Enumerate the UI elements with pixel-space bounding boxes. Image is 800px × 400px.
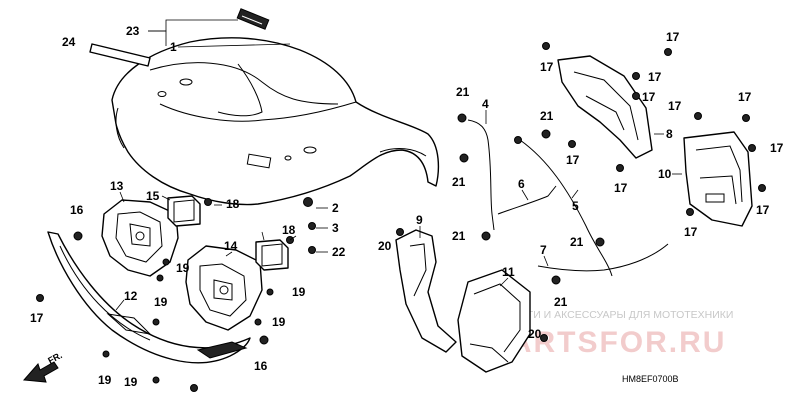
callout-16b: 16 — [254, 359, 268, 373]
callout-21c: 21 — [540, 109, 554, 123]
callout-9: 9 — [416, 213, 423, 227]
callout-17g: 17 — [668, 99, 682, 113]
mudguard-8 — [557, 55, 653, 159]
watermark-tagline: ЗАПЧАСТИ И АКСЕССУАРЫ ДЛЯ МОТОТЕХНИКИ — [485, 309, 733, 321]
callout-19f: 19 — [124, 375, 138, 389]
callout-21b: 21 — [452, 175, 466, 189]
callout-17a: 17 — [540, 60, 554, 74]
callout-17e: 17 — [566, 153, 580, 167]
callout-11: 11 — [502, 265, 515, 279]
cable-4 — [467, 119, 495, 231]
callout-18a: 18 — [226, 197, 240, 211]
callout-21e: 21 — [570, 235, 584, 249]
damper-15a — [167, 195, 201, 227]
front-panel-12 — [47, 231, 251, 364]
callout-1: 1 — [170, 40, 177, 54]
callout-2: 2 — [332, 201, 339, 215]
callout-21f: 21 — [554, 295, 568, 309]
leader-lines — [115, 19, 682, 311]
inner-panel-9 — [395, 229, 457, 353]
fastener-set — [36, 42, 766, 392]
decal-23 — [236, 8, 270, 30]
callout-19e: 19 — [98, 373, 112, 387]
inner-panel-11 — [457, 269, 531, 373]
callout-21a: 21 — [456, 85, 470, 99]
callout-15: 15 — [146, 189, 160, 203]
callout-18b: 18 — [282, 223, 296, 237]
callout-19c: 19 — [292, 285, 306, 299]
callout-17i: 17 — [770, 141, 784, 155]
callout-6: 6 — [518, 177, 525, 191]
callout-8: 8 — [666, 127, 673, 141]
callout-labels: 1 2 3 4 5 6 7 8 9 10 11 12 13 14 15 16 1… — [30, 24, 784, 389]
mudguard-10 — [683, 131, 753, 227]
callout-13: 13 — [110, 179, 124, 193]
callout-12: 12 — [124, 289, 138, 303]
diagram-code: HM8EF0700B — [622, 374, 679, 384]
callout-19b: 19 — [154, 295, 168, 309]
callout-22: 22 — [332, 245, 346, 259]
bracket-14 — [185, 245, 263, 331]
callout-4: 4 — [482, 97, 489, 111]
callout-17h: 17 — [738, 90, 752, 104]
callout-21d: 21 — [452, 229, 466, 243]
callout-24: 24 — [62, 35, 76, 49]
callout-20b: 20 — [528, 327, 542, 341]
callout-5: 5 — [572, 199, 579, 213]
callout-3: 3 — [332, 221, 339, 235]
callout-19d: 19 — [272, 315, 286, 329]
callout-16a: 16 — [70, 203, 84, 217]
callout-17f: 17 — [614, 181, 628, 195]
callout-17d: 17 — [642, 90, 656, 104]
callout-17c: 17 — [648, 70, 662, 84]
callout-23: 23 — [126, 24, 140, 38]
cable-5 — [519, 139, 613, 277]
cable-7 — [537, 243, 669, 272]
callout-20a: 20 — [378, 239, 392, 253]
front-arrow-icon: FR. — [22, 350, 64, 383]
callout-17j: 17 — [756, 203, 770, 217]
bracket-13 — [101, 199, 179, 277]
front-indicator-label: FR. — [46, 350, 63, 366]
callout-7: 7 — [540, 243, 547, 257]
front-fender — [111, 37, 440, 206]
callout-10: 10 — [658, 167, 672, 181]
callout-14: 14 — [224, 239, 238, 253]
callout-17b: 17 — [666, 30, 680, 44]
damper-15b — [255, 239, 289, 271]
callout-17k: 17 — [684, 225, 698, 239]
callout-19a: 19 — [176, 261, 190, 275]
callout-17l: 17 — [30, 311, 44, 325]
tape-24 — [89, 43, 151, 67]
cable-6 — [497, 185, 557, 215]
